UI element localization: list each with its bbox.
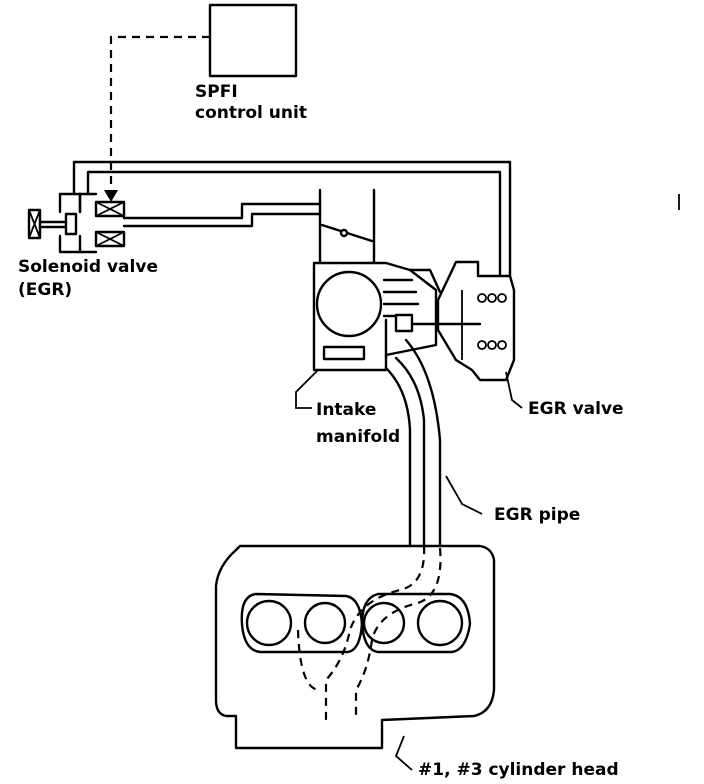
- egr-pipe: [394, 356, 426, 548]
- egr-pipe-label: EGR pipe: [494, 505, 580, 525]
- signal-arrowhead: [104, 190, 118, 202]
- control-signal-line: [109, 35, 210, 198]
- egr-valve: [410, 260, 516, 382]
- spfi-control-unit: [208, 3, 298, 78]
- intake-label-2: manifold: [316, 427, 400, 447]
- intake-manifold: [312, 261, 462, 372]
- intake-label-1: Intake: [316, 400, 376, 420]
- leader-intake: [295, 369, 319, 409]
- solenoid-to-throttle-line: [122, 202, 322, 220]
- control-unit-label-1: SPFI: [195, 82, 238, 102]
- solenoid-valve: [27, 192, 126, 254]
- solenoid-label-2: (EGR): [18, 280, 72, 300]
- control-unit-label-2: control unit: [195, 103, 307, 123]
- egr-valve-label: EGR valve: [528, 399, 624, 419]
- cylinder-head-label: #1, #3 cylinder head: [418, 760, 619, 780]
- vacuum-hose-inner: [86, 170, 502, 294]
- vacuum-hose-outer: [72, 160, 512, 292]
- leader-egr-valve: [505, 371, 523, 409]
- solenoid-label-1: Solenoid valve: [18, 257, 158, 277]
- throttle-body: [318, 188, 376, 265]
- leader-egr-pipe: [445, 475, 483, 515]
- leader-cylinder-head: [394, 735, 413, 771]
- cylinder-head: [214, 544, 496, 750]
